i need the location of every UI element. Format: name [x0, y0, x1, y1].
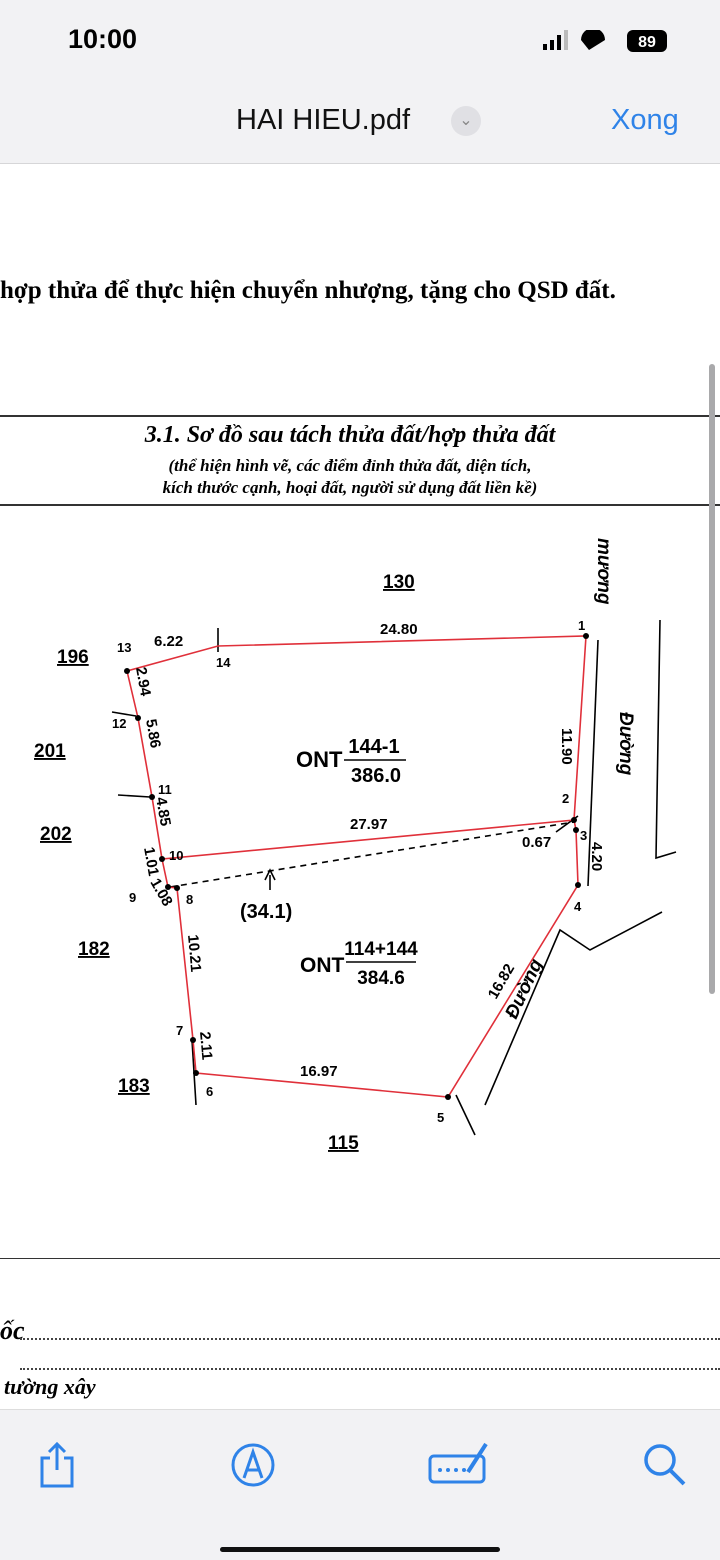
footer-text: ốc	[0, 1316, 25, 1345]
neighbor-parcel: 196	[57, 647, 89, 668]
point-label: 8	[186, 892, 193, 907]
status-bar: 10:00 89	[0, 0, 720, 80]
wifi-icon	[581, 30, 605, 50]
share-icon[interactable]	[32, 1440, 82, 1490]
road-edge	[484, 911, 663, 1106]
edge-length: 1.01	[140, 846, 162, 878]
divider	[0, 415, 720, 417]
edge-length: 10.21	[184, 934, 204, 973]
point-label: 2	[562, 791, 569, 806]
point-label: 1	[578, 618, 585, 633]
parcel-number: 144-1	[348, 736, 399, 758]
clock: 10:00	[68, 24, 138, 54]
divider	[0, 1258, 720, 1259]
point-label: 10	[169, 848, 183, 863]
tick-line	[111, 711, 137, 717]
land-plot-diagram: 1 2 3 4 5 6 7 8 9 10 11 12 13 14 130 196…	[34, 538, 677, 1154]
road-edge	[655, 619, 677, 860]
status-icons: 89	[543, 30, 667, 52]
point-label: 11	[158, 782, 172, 797]
land-type: ONT	[296, 747, 343, 772]
tick-line	[117, 794, 151, 798]
edge-length: 16.97	[300, 1063, 338, 1080]
pdf-page: hợp thửa để thực hiện chuyển nhượng, tặn…	[0, 164, 720, 1409]
point-label: 4	[574, 899, 582, 914]
edge-length: 0.67	[522, 834, 551, 851]
edge-length: 24.80	[380, 621, 418, 638]
search-icon[interactable]	[640, 1440, 690, 1490]
edge-length: 6.22	[154, 633, 183, 650]
dotted-line	[20, 1368, 720, 1370]
dotted-line	[20, 1338, 720, 1340]
vertex-markers	[124, 633, 589, 1100]
battery-level: 89	[638, 34, 656, 51]
parcel-area: 386.0	[351, 765, 401, 787]
neighbor-parcel: 201	[34, 741, 66, 762]
home-indicator	[220, 1547, 500, 1552]
neighbor-parcel: 202	[40, 824, 72, 845]
chevron-down-icon[interactable]: ⌄	[451, 106, 481, 136]
section-heading: 3.1. Sơ đồ sau tách thửa đất/hợp thửa đấ…	[144, 422, 556, 448]
bottom-toolbar	[0, 1409, 720, 1560]
neighbor-parcel: 130	[383, 572, 415, 593]
old-boundary	[169, 821, 575, 888]
done-button[interactable]: Xong	[611, 104, 679, 136]
point-label: 3	[580, 828, 587, 843]
point-label: 9	[129, 890, 136, 905]
neighbor-parcel: 115	[328, 1133, 359, 1154]
road-label: Đường	[615, 712, 636, 776]
road-edge	[455, 1094, 476, 1136]
signal-icon	[543, 44, 547, 50]
arrow-head	[264, 868, 276, 881]
battery-icon	[627, 30, 667, 52]
point-label: 13	[117, 640, 131, 655]
signature-icon[interactable]	[428, 1440, 490, 1490]
divider	[0, 504, 720, 506]
edge-length: 2.94	[132, 666, 154, 698]
edge-length: 2.11	[196, 1031, 215, 1061]
point-label: 12	[112, 716, 126, 731]
parcel-boundary	[126, 635, 587, 1098]
edge-length: 1.08	[147, 876, 176, 910]
edge-length: 5.86	[142, 718, 164, 750]
edge-length: 27.97	[350, 816, 388, 833]
canal-label: mương	[593, 538, 614, 605]
old-area: (34.1)	[240, 901, 292, 923]
parcel-number: 114+144	[344, 939, 418, 960]
edge-length: 4.85	[152, 796, 174, 828]
land-type: ONT	[300, 954, 345, 977]
section-subheading: kích thước cạnh, hoại đất, người sử dụng…	[162, 478, 538, 497]
canal-line	[587, 639, 599, 887]
scrollbar[interactable]	[709, 364, 715, 994]
parcel-area: 384.6	[357, 968, 405, 989]
intro-text: hợp thửa để thực hiện chuyển nhượng, tặn…	[0, 277, 616, 304]
edge-length: 4.20	[588, 842, 605, 871]
point-label: 5	[437, 1110, 444, 1125]
markup-icon[interactable]	[228, 1440, 278, 1490]
section-subheading: (thể hiện hình vẽ, các điểm đỉnh thửa đấ…	[168, 456, 532, 475]
point-label: 14	[216, 655, 231, 670]
edge-length: 11.90	[558, 728, 575, 765]
footer-text: tường xây	[4, 1374, 96, 1399]
point-label: 6	[206, 1084, 213, 1099]
nav-bar	[0, 80, 720, 164]
point-label: 7	[176, 1023, 183, 1038]
parcel-1-outline	[126, 635, 587, 860]
neighbor-parcel: 183	[118, 1076, 150, 1097]
neighbor-parcel: 182	[78, 939, 110, 960]
document-title[interactable]: HAI HIEU.pdf	[236, 104, 411, 136]
